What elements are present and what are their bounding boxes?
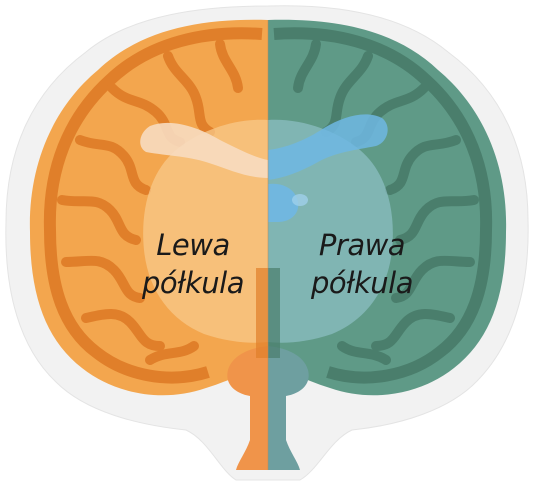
left-hemisphere-label: Lewa półkula — [128, 226, 258, 302]
right-label-line2: półkula — [292, 264, 432, 302]
right-hemisphere-label: Prawa półkula — [292, 226, 432, 302]
left-label-line1: Lewa — [128, 226, 258, 264]
right-label-line1: Prawa — [292, 226, 432, 264]
left-label-line2: półkula — [128, 264, 258, 302]
